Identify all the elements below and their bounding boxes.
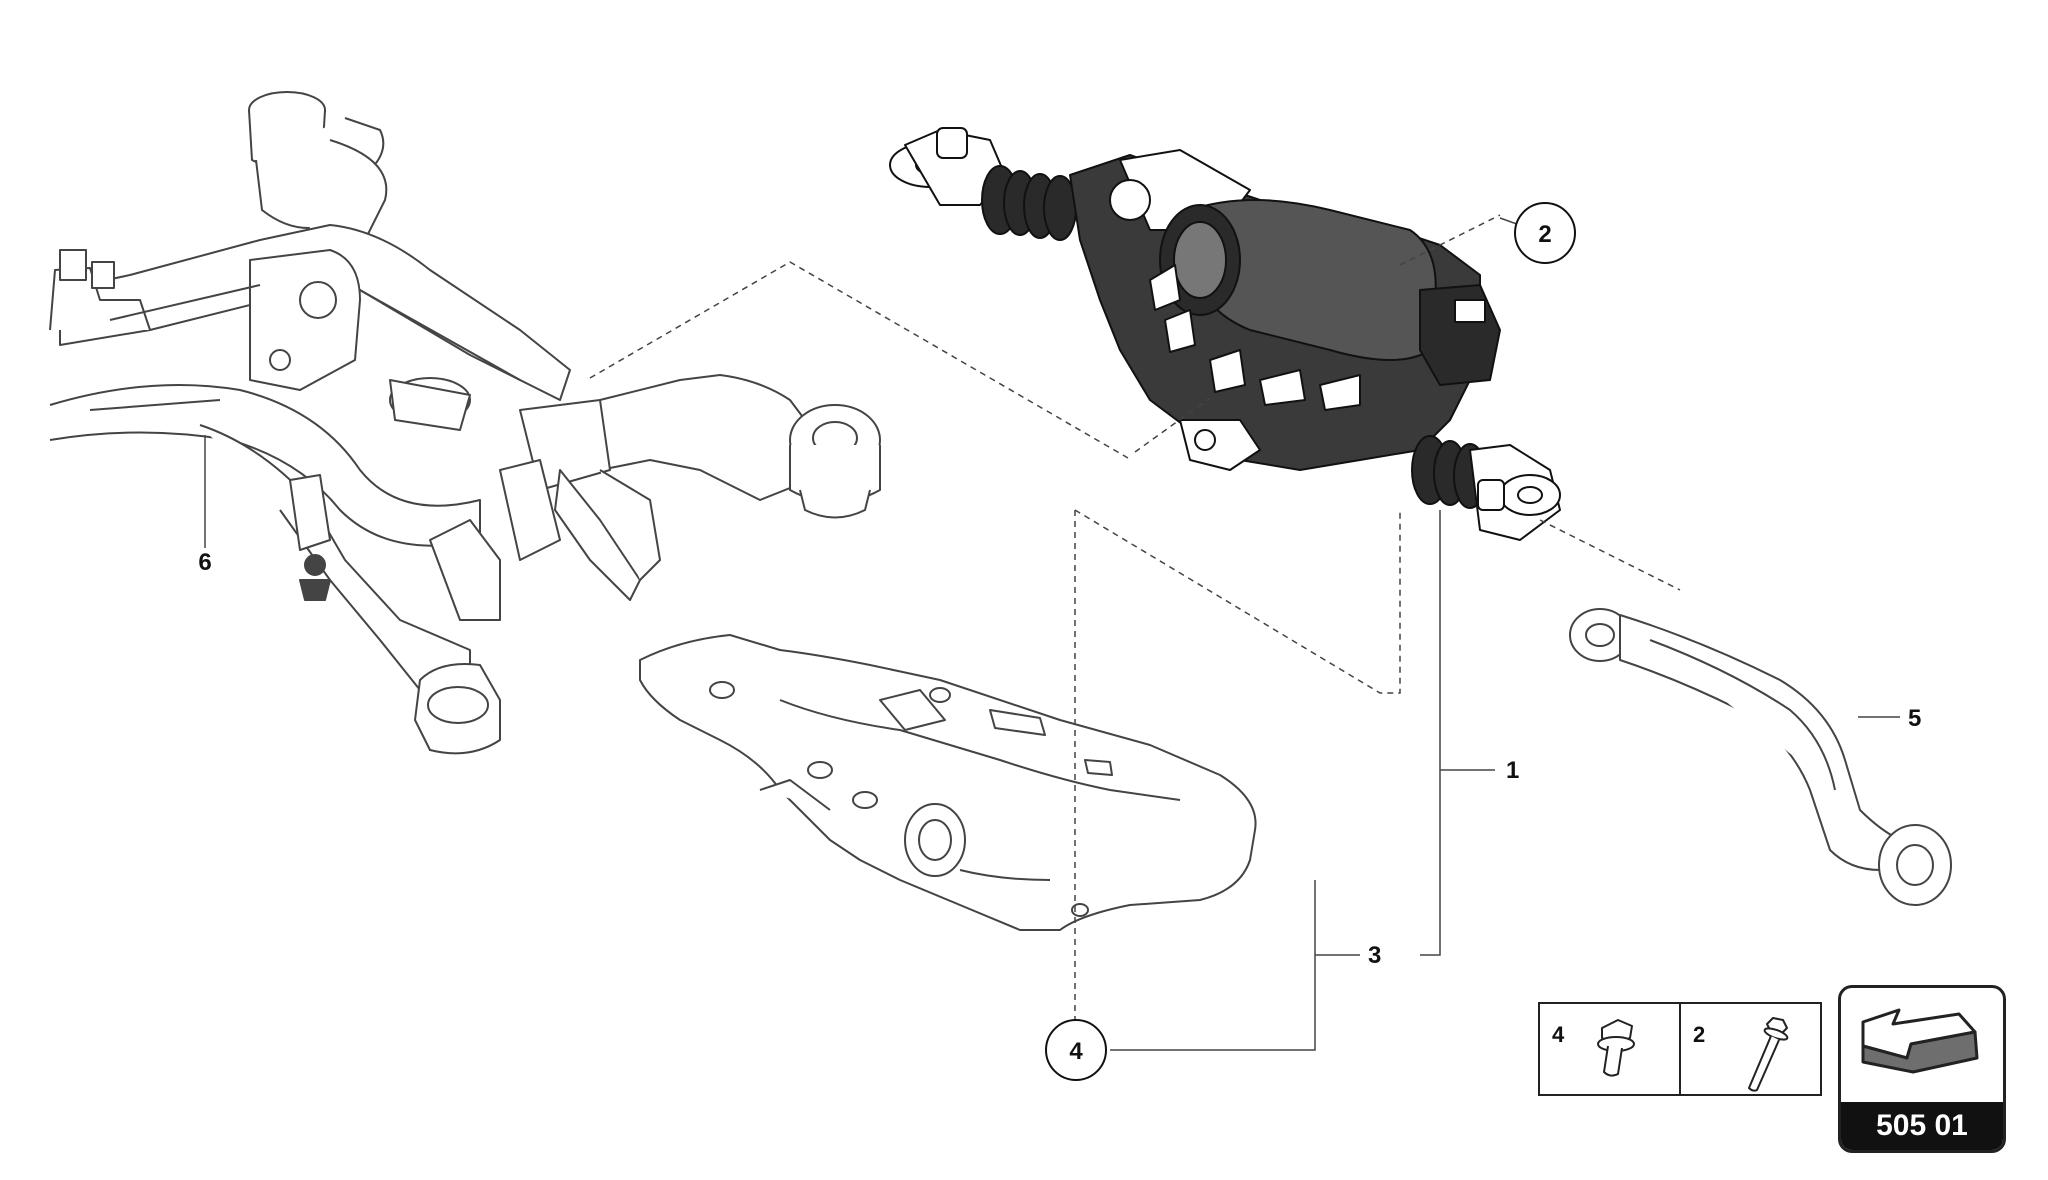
fastener-legend: 4 2 bbox=[1538, 1002, 1822, 1096]
legend-item-2[interactable]: 2 bbox=[1679, 1004, 1820, 1094]
svg-text:5: 5 bbox=[1908, 705, 1921, 732]
control-arm-part[interactable] bbox=[1569, 608, 1952, 906]
svg-text:6: 6 bbox=[198, 549, 211, 576]
callout-leader-lines bbox=[204, 217, 1900, 1051]
callout-2[interactable]: 2 bbox=[1514, 202, 1576, 264]
svg-text:1: 1 bbox=[1506, 757, 1519, 784]
legend-item-number: 4 bbox=[1552, 1022, 1565, 1047]
callout-1[interactable]: 1 bbox=[1506, 757, 1519, 784]
group-code-label: 505 01 bbox=[1841, 1102, 2003, 1150]
assembly-dashed-lines bbox=[589, 214, 1681, 1040]
group-code-badge: 505 01 bbox=[1838, 985, 2006, 1153]
flange-bolt-icon bbox=[1597, 1019, 1635, 1077]
long-bolt-icon bbox=[1748, 1017, 1789, 1092]
svg-text:4: 4 bbox=[1069, 1038, 1083, 1065]
arrow-direction-icon bbox=[1861, 1008, 1979, 1074]
legend-item-4[interactable]: 4 bbox=[1540, 1004, 1679, 1094]
differential-assembly-part[interactable] bbox=[889, 127, 1561, 541]
heat-shield-part[interactable] bbox=[639, 634, 1257, 931]
svg-text:2: 2 bbox=[1538, 221, 1551, 248]
callout-6[interactable]: 6 bbox=[198, 549, 211, 576]
rear-subframe-part[interactable] bbox=[49, 91, 881, 755]
legend-item-number: 2 bbox=[1693, 1022, 1706, 1047]
callout-5[interactable]: 5 bbox=[1908, 705, 1921, 732]
callout-3[interactable]: 3 bbox=[1368, 942, 1381, 969]
svg-text:3: 3 bbox=[1368, 942, 1381, 969]
callout-4[interactable]: 4 bbox=[1045, 1019, 1107, 1081]
